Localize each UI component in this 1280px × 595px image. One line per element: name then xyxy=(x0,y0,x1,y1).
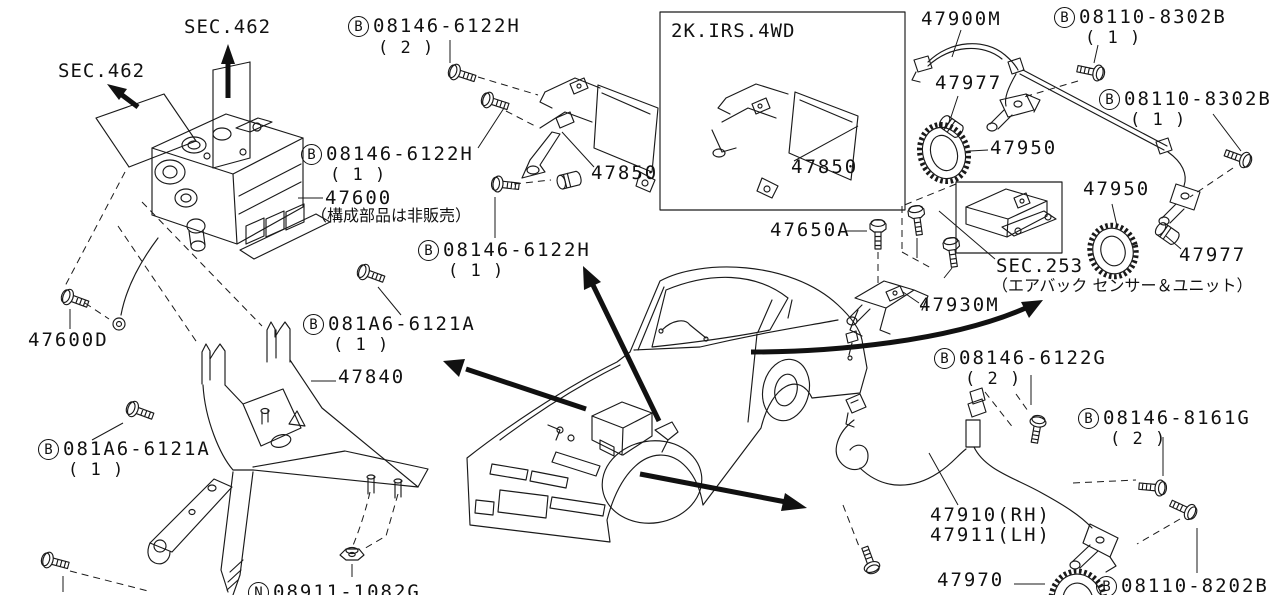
circled-b-icon: B xyxy=(301,144,322,165)
label-bolt-08146-8161G: B 08146-8161G xyxy=(1078,408,1251,429)
label-sec462-top: SEC.462 xyxy=(184,16,272,38)
circled-b-icon: B xyxy=(1054,7,1075,28)
label-bolt-08110-8202B: B 08110-8202B xyxy=(1096,576,1269,595)
label-47600D: 47600D xyxy=(28,329,109,351)
label-bolt-081A6-6121A-1: B 081A6-6121A xyxy=(303,314,476,335)
variant-box-2k-irs-4wd xyxy=(659,11,906,211)
label-47970: 47970 xyxy=(937,569,1005,591)
circled-b-icon: B xyxy=(1096,576,1117,595)
label-bolt-08146-6122H-low: B 08146-6122H xyxy=(418,240,591,261)
bracket-47840-drawing xyxy=(39,171,429,595)
label-47911-LH: 47911(LH) xyxy=(930,524,1051,546)
label-47900M: 47900M xyxy=(921,8,1002,30)
label-47600-note: （構成部品は非販売） xyxy=(311,206,472,225)
label-bolt-08146-6122H-mid: B 08146-6122H xyxy=(301,144,474,165)
circled-b-icon: B xyxy=(1078,408,1099,429)
circled-b-icon: B xyxy=(934,348,955,369)
abs-actuator-47600-drawing xyxy=(95,61,331,331)
label-variant-2k-irs-4wd: 2K.IRS.4WD xyxy=(671,20,796,42)
label-qty: ( 2 ) xyxy=(1110,429,1167,449)
locator-arrows xyxy=(443,266,1043,511)
label-bolt-081A6-6121A-2: B 081A6-6121A xyxy=(38,439,211,460)
label-qty: ( 1 ) xyxy=(1130,110,1187,130)
rear-sensor-harness-drawing xyxy=(835,375,1200,595)
car-illustration xyxy=(466,266,868,543)
label-47950-2: 47950 xyxy=(1083,178,1151,200)
label-47840: 47840 xyxy=(338,366,406,388)
label-47850-box: 47850 xyxy=(791,156,859,178)
front-sensor-harness-drawing xyxy=(911,29,1255,280)
label-sec253-note: （エアバック センサー＆ユニット） xyxy=(992,276,1253,295)
label-bolt-08146-6122G: B 08146-6122G xyxy=(934,348,1107,369)
airbag-sensor-unit-drawing xyxy=(845,181,1063,337)
circled-b-icon: B xyxy=(1099,89,1120,110)
circled-n-icon: N xyxy=(248,582,269,595)
label-47650A: 47650A xyxy=(770,219,851,241)
label-qty: ( 2 ) xyxy=(965,369,1022,389)
label-qty: ( 1 ) xyxy=(330,165,387,185)
label-qty: ( 2 ) xyxy=(378,38,435,58)
circled-b-icon: B xyxy=(348,16,369,37)
label-nut-08911: N 08911-1082G xyxy=(248,582,421,595)
label-47930M: 47930M xyxy=(919,294,1000,316)
label-sec462-side: SEC.462 xyxy=(58,60,146,82)
circled-b-icon: B xyxy=(38,439,59,460)
label-qty: ( 1 ) xyxy=(448,261,505,281)
circled-b-icon: B xyxy=(303,314,324,335)
label-sec253: SEC.253 xyxy=(996,255,1084,277)
label-qty: ( 1 ) xyxy=(333,335,390,355)
label-47977-1: 47977 xyxy=(935,72,1003,94)
label-bolt-08110-8302B-1: B 08110-8302B xyxy=(1054,7,1227,28)
label-qty: ( 1 ) xyxy=(68,460,125,480)
circled-b-icon: B xyxy=(418,240,439,261)
label-bolt-08146-6122H-top: B 08146-6122H xyxy=(348,16,521,37)
label-47950-1: 47950 xyxy=(990,137,1058,159)
label-qty: ( 1 ) xyxy=(1085,28,1142,48)
label-47910-RH: 47910(RH) xyxy=(930,504,1051,526)
sec462-arrows xyxy=(107,44,235,109)
label-47850: 47850 xyxy=(591,162,659,184)
bracket-47850-drawing xyxy=(445,40,659,238)
label-47977-2: 47977 xyxy=(1179,244,1247,266)
label-bolt-08110-8302B-2: B 08110-8302B xyxy=(1099,89,1272,110)
label-47600: 47600 xyxy=(325,187,393,209)
